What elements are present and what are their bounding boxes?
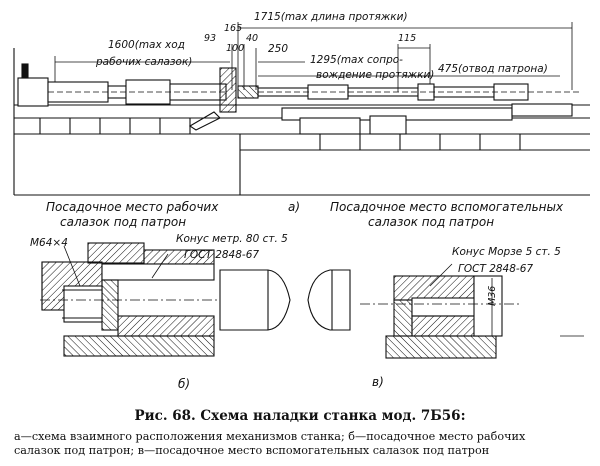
dim-1600-line2: рабочих салазок) — [96, 56, 193, 68]
metric-cone-label: Конус метр. 80 ст. 5 — [176, 233, 288, 245]
working-slide-seat-view — [40, 242, 291, 357]
view-v-label: в) — [372, 375, 384, 389]
view-a-label: а) — [288, 200, 301, 214]
dimension-lines — [54, 22, 573, 92]
dim-93: 93 — [204, 33, 217, 44]
figure-title: Рис. 68. Схема наладки станка мод. 7Б56: — [134, 408, 466, 424]
m36-label: М36 — [487, 285, 498, 306]
dim-250: 250 — [268, 43, 289, 55]
dim-100: 100 — [226, 43, 245, 54]
thread-label: М64×4 — [30, 237, 68, 249]
auxiliary-slide-assembly — [237, 83, 580, 135]
leader-lines — [63, 245, 453, 287]
figure-caption: а—схема взаимного расположения механизмо… — [14, 430, 592, 458]
dim-165: 165 — [224, 23, 243, 34]
gost-label-v: ГОСТ 2848-67 — [458, 263, 534, 275]
work-slide-label-line2: салазок под патрон — [60, 215, 187, 229]
morse-cone-label: Конус Морзе 5 ст. 5 — [452, 246, 561, 258]
dim-475: 475(отвод патрона) — [438, 63, 548, 75]
dim-115: 115 — [398, 33, 417, 44]
dim-40: 40 — [246, 33, 259, 44]
caption-line-1: а—схема взаимного расположения механизмо… — [14, 430, 526, 443]
caption-line-2: салазок под патрон; в—посадочное место в… — [14, 444, 490, 457]
dim-1295: 1295(max сопро- — [310, 54, 403, 66]
machine-layout-view — [13, 22, 590, 196]
dim-1600: 1600(max ход — [108, 39, 185, 51]
work-slide-label-line1: Посадочное место рабочих — [46, 200, 219, 214]
gost-label-b: ГОСТ 2848-67 — [184, 249, 260, 261]
aux-slide-label-line2: салазок под патрон — [368, 215, 495, 229]
aux-slide-label-line1: Посадочное место вспомогательных — [330, 200, 564, 214]
working-slide-assembly — [17, 63, 237, 131]
view-b-label: б) — [178, 377, 191, 391]
auxiliary-slide-seat-view — [307, 269, 584, 359]
dim-1295-line2: вождение протяжки) — [316, 69, 435, 81]
dim-1715: 1715(max длина протяжки) — [254, 11, 408, 23]
